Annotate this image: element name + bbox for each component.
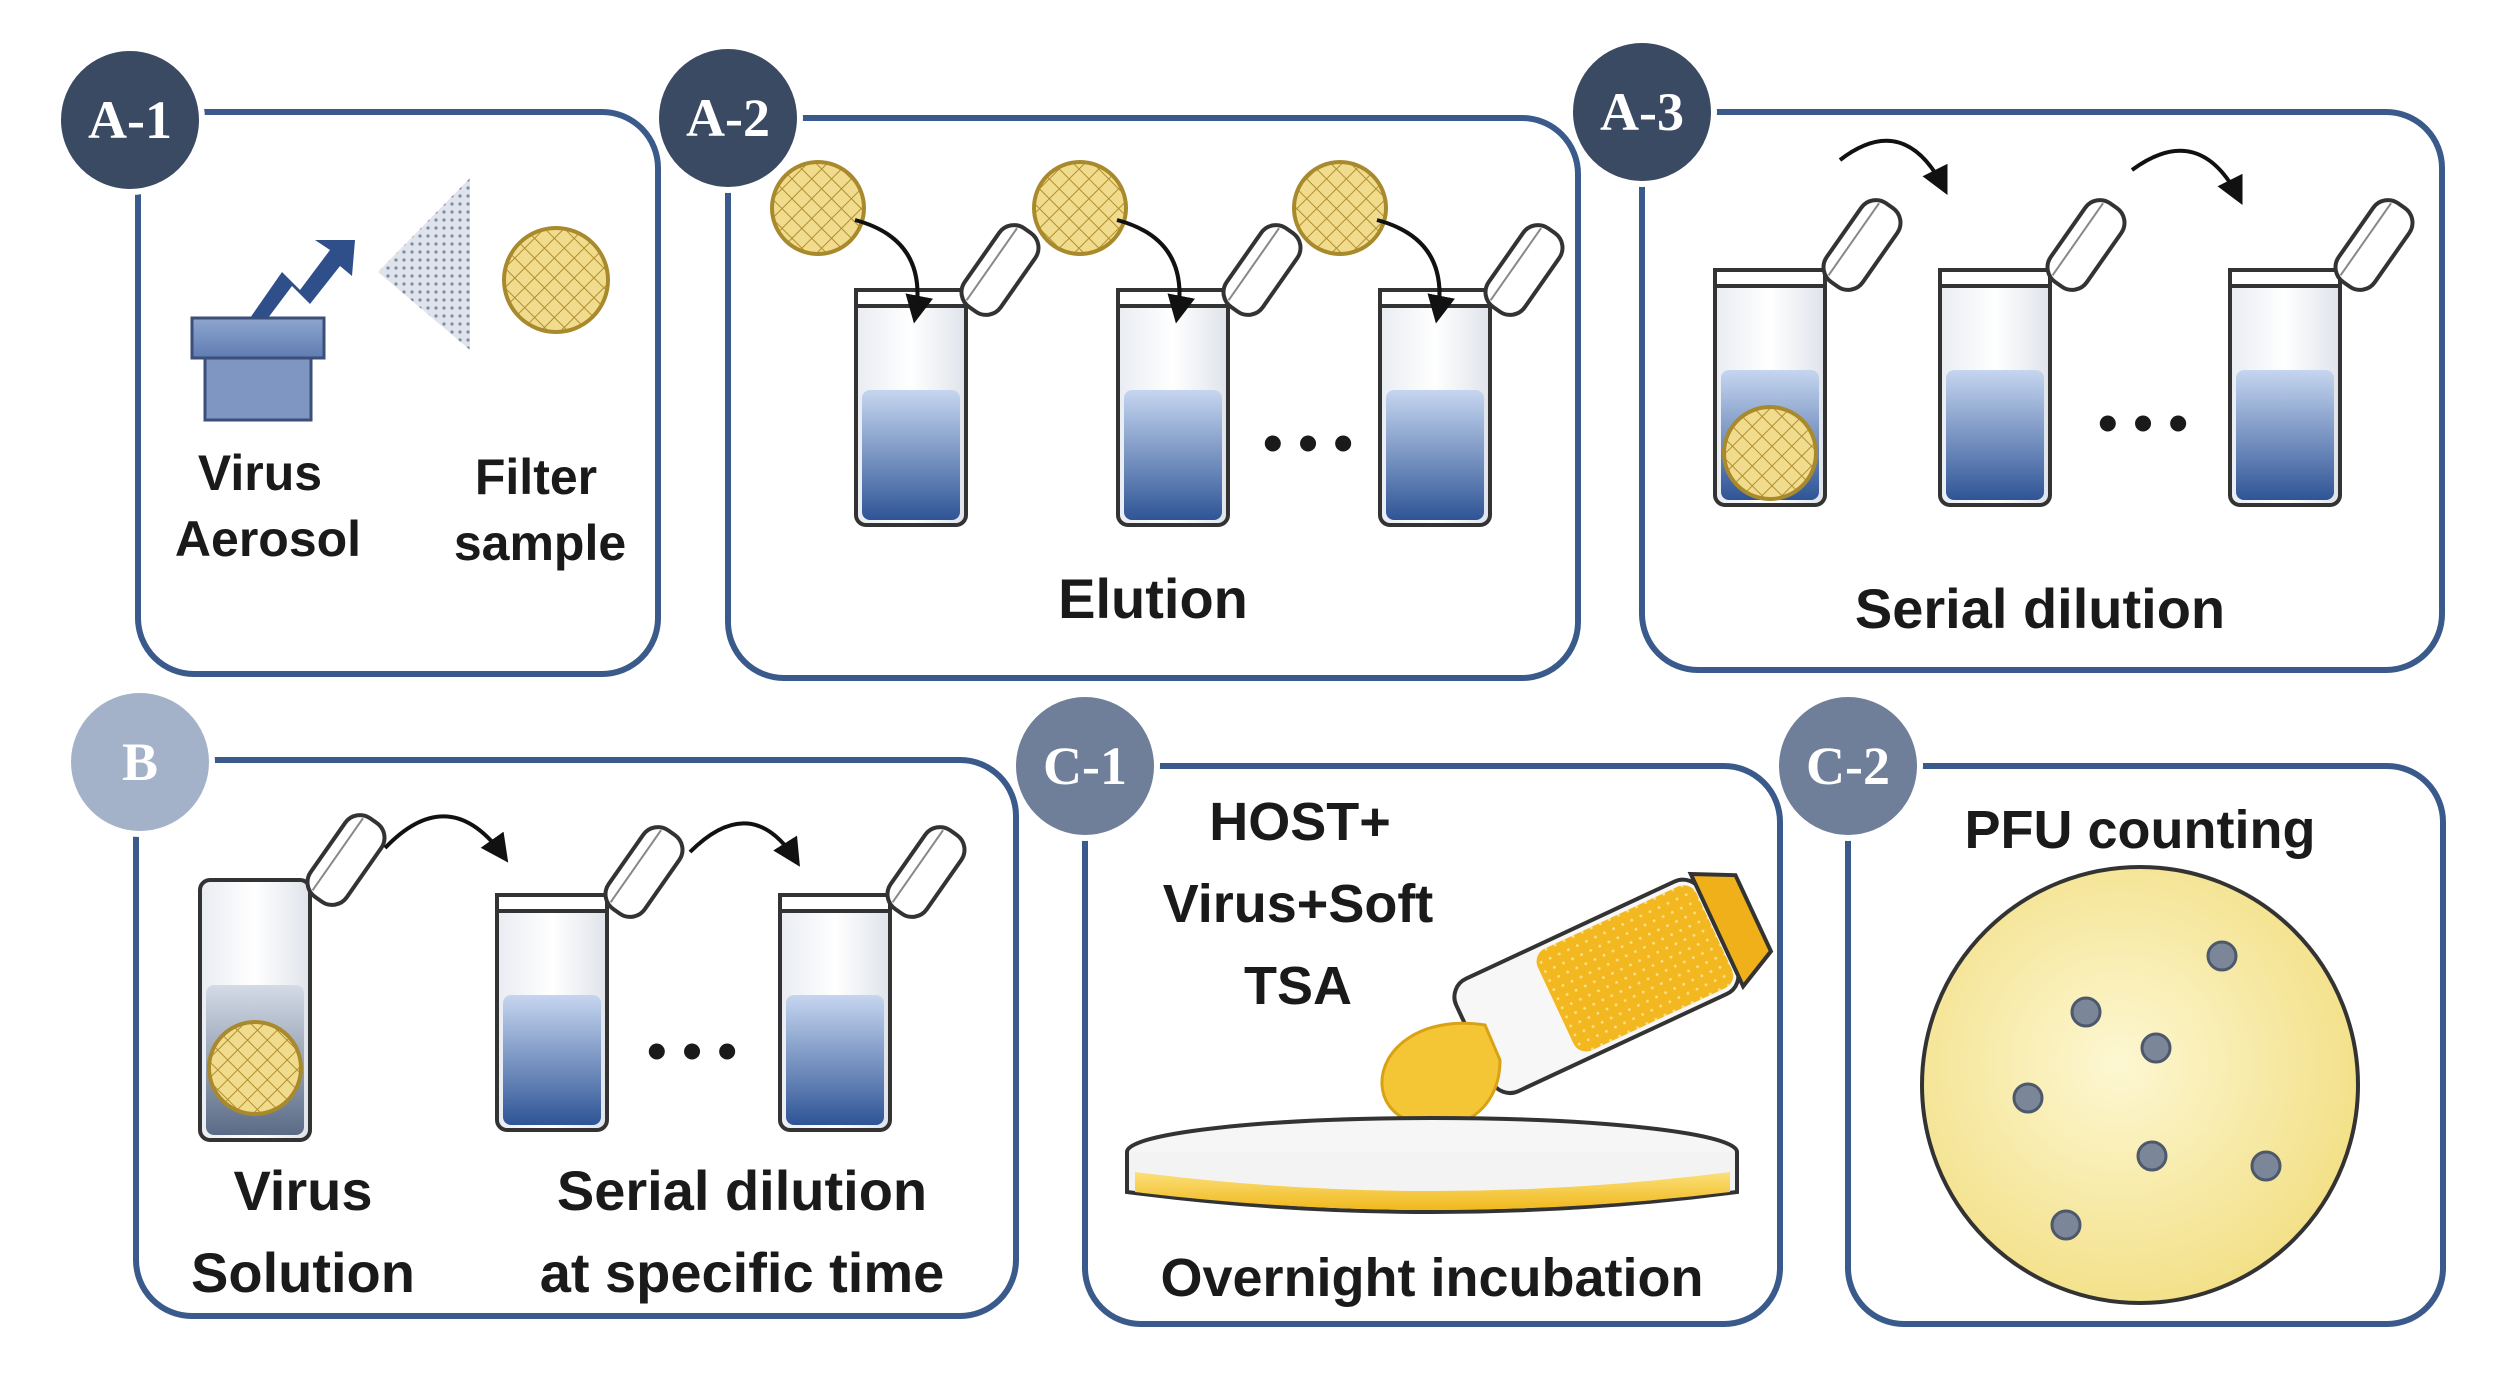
tube-2 [495,893,609,1132]
label-host: HOST+ [1209,792,1391,852]
label-aerosol: Aerosol [175,511,361,567]
badge-c2: C-2 [1773,691,1923,841]
arrow-icon [1838,138,1948,196]
arrow-icon [2130,148,2243,206]
tube-1 [854,288,968,527]
caption-serial-dilution: Serial dilution [1855,577,2225,640]
filter-sample-icon [502,226,610,334]
arrow-icon [383,814,509,863]
filter-sample-icon [207,1020,303,1116]
arrow-icon [688,821,800,867]
plaque-icon [2250,1150,2282,1182]
petri-dish-icon [1125,1116,1739,1214]
filter-sample-icon [1292,160,1388,256]
filter-sample-icon [1722,405,1818,501]
panel-c2: PFU counting [1845,763,2446,1327]
arrow-icon [1376,218,1455,324]
ellipsis: • • • [1263,411,1353,474]
tube-3 [778,893,892,1132]
agar-drop-icon [1380,1021,1502,1128]
svg-text:A-3: A-3 [1600,82,1684,142]
label-virus: Virus [198,445,322,501]
label-at-specific-time: at specific time [540,1241,945,1304]
panel-a1: Virus Aerosol Filter sample [135,109,661,677]
label-virus-soft: Virus+Soft [1163,874,1434,934]
filter-sample-icon [770,160,866,256]
label-virus: Virus [233,1159,372,1222]
panel-b: • • • Virus Solution Serial dilution at … [133,757,1019,1319]
plaque-icon [2070,996,2102,1028]
plaque-icon [2136,1140,2168,1172]
badge-a2: A-2 [653,43,803,193]
tube-2 [1116,288,1230,527]
badge-b: B [65,687,215,837]
tube-3 [2228,268,2342,507]
svg-text:B: B [122,732,158,792]
badge-a3: A-3 [1567,37,1717,187]
label-sample: sample [454,515,626,571]
svg-text:C-1: C-1 [1043,736,1127,796]
caption-pfu-counting: PFU counting [1965,800,2316,860]
label-filter: Filter [475,449,597,505]
ellipsis: • • • [2098,391,2188,454]
svg-text:C-2: C-2 [1806,736,1890,796]
arrow-icon [1116,218,1195,324]
filter-sample-icon [1032,160,1128,256]
arrow-icon [854,218,933,324]
label-serial-dilution: Serial dilution [557,1159,927,1222]
ellipsis: • • • [647,1019,737,1082]
tube-3 [1378,288,1492,527]
caption-overnight-incubation: Overnight incubation [1160,1248,1703,1308]
plaques [2012,940,2282,1241]
badge-a1: A-1 [55,45,205,195]
plaque-icon [2012,1082,2044,1114]
panel-a2: • • • Elution [725,115,1581,681]
aerosol-generator-icon [190,240,355,422]
agar-plate-icon [1920,865,2360,1305]
plaque-icon [2206,940,2238,972]
badge-c1: C-1 [1010,691,1160,841]
caption-elution: Elution [1058,567,1248,630]
panel-a3: • • • Serial dilution [1639,109,2445,673]
pouring-tube-icon [1452,871,1774,1096]
svg-text:A-1: A-1 [88,90,172,150]
plaque-icon [2050,1209,2082,1241]
aerosol-spray-icon [378,178,470,350]
tube-2 [1938,268,2052,507]
plaque-icon [2140,1032,2172,1064]
label-solution: Solution [191,1241,415,1304]
label-tsa: TSA [1244,956,1352,1016]
panel-c1: HOST+ Virus+Soft TSA Overnight incubatio… [1082,763,1783,1327]
svg-text:A-2: A-2 [686,88,770,148]
